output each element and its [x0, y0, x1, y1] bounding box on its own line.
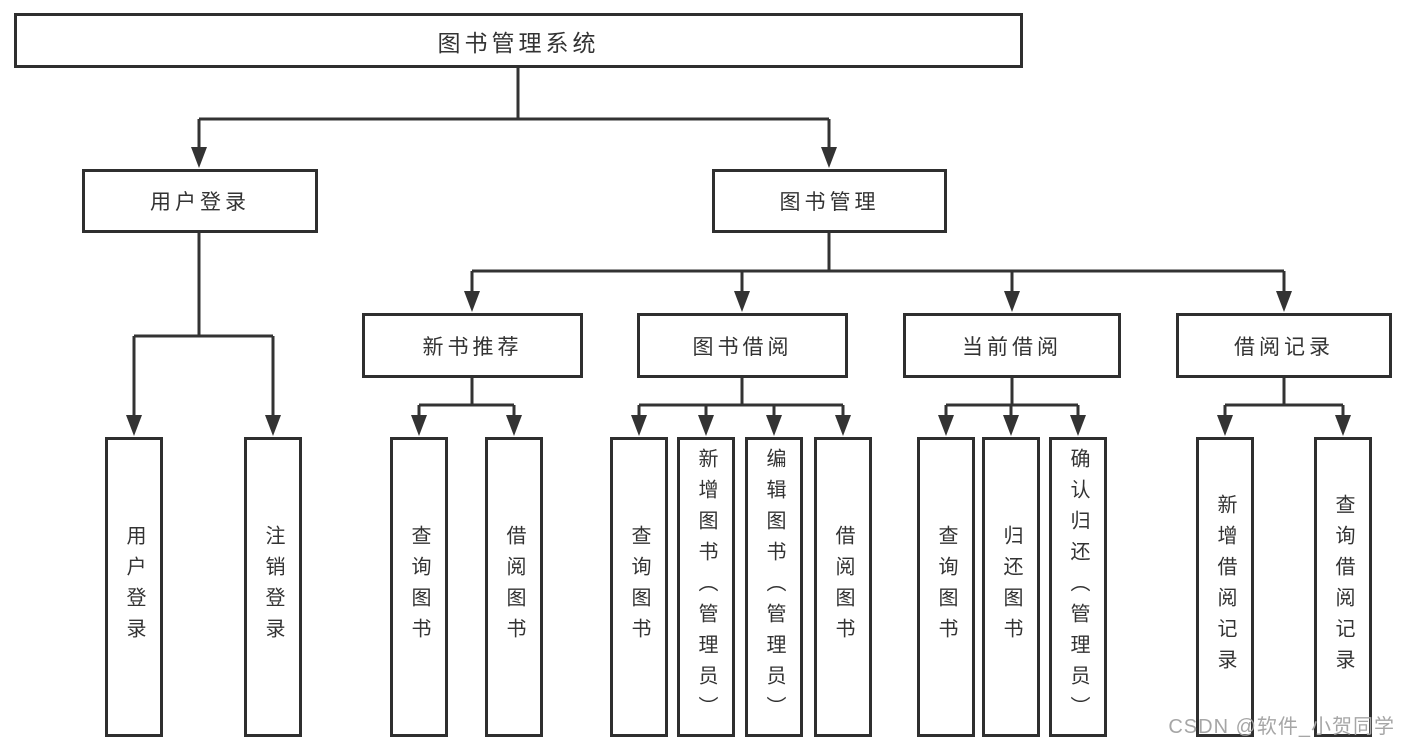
arrowhead-icons — [126, 147, 1351, 436]
watermark: CSDN @软件_小贺同学 — [1168, 716, 1395, 738]
node-root-label: 图书管理系统 — [437, 29, 600, 56]
connector-lines — [132, 68, 1345, 417]
node-new-book-recommend: 新书推荐 — [362, 313, 583, 378]
leaf-label: 确认归还（管理员） — [1067, 447, 1089, 727]
leaf-label: 查询借阅记录 — [1332, 494, 1354, 680]
leaf-label: 新增图书（管理员） — [695, 447, 717, 727]
leaf-borrow-borrow-book: 借阅图书 — [814, 437, 872, 737]
leaf-borrow-edit-book-admin: 编辑图书（管理员） — [745, 437, 803, 737]
node-label: 图书借阅 — [692, 335, 793, 359]
node-label: 新书推荐 — [422, 335, 523, 359]
leaf-records-query-record: 查询借阅记录 — [1314, 437, 1372, 737]
node-book-borrow: 图书借阅 — [637, 313, 848, 378]
leaf-current-return-book: 归还图书 — [982, 437, 1040, 737]
leaf-user-login: 用户登录 — [105, 437, 163, 737]
leaf-current-confirm-return-admin: 确认归还（管理员） — [1049, 437, 1107, 737]
node-label: 用户登录 — [150, 191, 250, 214]
leaf-label: 用户登录 — [123, 525, 145, 649]
leaf-label: 查询图书 — [408, 525, 430, 649]
node-label: 借阅记录 — [1234, 335, 1334, 359]
leaf-label: 查询图书 — [935, 525, 957, 649]
leaf-label: 新增借阅记录 — [1214, 494, 1236, 680]
node-borrow-records: 借阅记录 — [1176, 313, 1392, 378]
leaf-borrow-add-book-admin: 新增图书（管理员） — [677, 437, 735, 737]
leaf-label: 编辑图书（管理员） — [763, 447, 785, 727]
node-user-login-branch: 用户登录 — [82, 169, 318, 233]
leaf-label: 归还图书 — [1000, 525, 1022, 649]
node-label: 当前借阅 — [962, 335, 1062, 359]
leaf-label: 借阅图书 — [503, 525, 525, 649]
leaf-recommend-query-book: 查询图书 — [390, 437, 448, 737]
node-root: 图书管理系统 — [14, 13, 1023, 68]
leaf-user-logout: 注销登录 — [244, 437, 302, 737]
leaf-label: 借阅图书 — [832, 525, 854, 649]
node-current-borrow: 当前借阅 — [903, 313, 1121, 378]
node-book-management-branch: 图书管理 — [712, 169, 947, 233]
leaf-recommend-borrow-book: 借阅图书 — [485, 437, 543, 737]
node-label: 图书管理 — [779, 191, 880, 214]
leaf-label: 查询图书 — [628, 525, 650, 649]
leaf-records-add-record: 新增借阅记录 — [1196, 437, 1254, 737]
leaf-borrow-query-book: 查询图书 — [610, 437, 668, 737]
leaf-current-query-book: 查询图书 — [917, 437, 975, 737]
leaf-label: 注销登录 — [262, 525, 284, 649]
